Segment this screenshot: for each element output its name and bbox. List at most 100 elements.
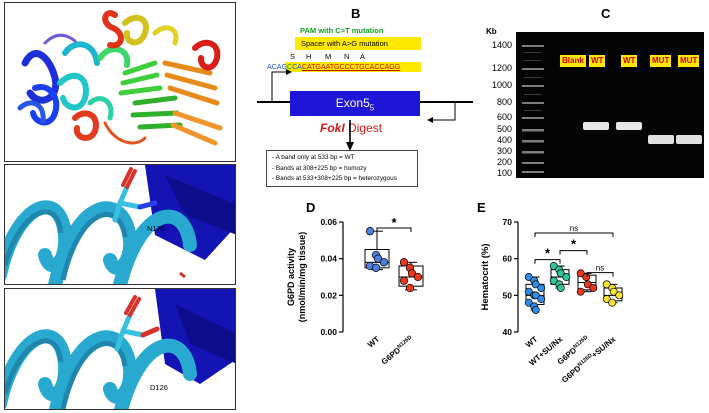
significance-bracket <box>559 250 588 255</box>
y-tick-label: 0.02 <box>320 290 337 300</box>
data-point <box>556 284 565 292</box>
x-tick-label: G6PDN126D <box>380 335 416 367</box>
gel-image: Blank WT WT MUT MUT <box>516 32 704 178</box>
legend-item: - Bands at 308+225 bp = homozy <box>272 164 367 172</box>
helix-mut-drawing: D126 <box>5 289 235 409</box>
data-point <box>524 287 533 296</box>
y-tick-label: 0.04 <box>320 254 337 264</box>
significance-star: * <box>391 215 397 230</box>
y-tick-label: 70 <box>503 217 513 227</box>
helix-wt-image: N126 <box>4 164 236 285</box>
data-point <box>576 269 585 278</box>
y-axis-label: G6PD activity <box>286 248 296 306</box>
legend-item: - Bands at 533+308+225 bp = heterozygous <box>272 175 397 182</box>
data-point <box>549 262 558 270</box>
y-tick-label: 60 <box>503 254 513 264</box>
aa-letter: M <box>325 52 332 61</box>
aa-letter: H <box>306 52 312 61</box>
down-arrow <box>346 120 354 151</box>
data-point <box>379 258 389 267</box>
ladder-label: 600 <box>496 112 512 122</box>
ladder-label: 1000 <box>491 80 512 90</box>
ladder-label: 200 <box>496 157 512 167</box>
significance-bracket <box>376 227 412 232</box>
protein-ribbon-drawing <box>17 10 223 146</box>
data-point <box>576 287 585 296</box>
data-point <box>582 273 591 281</box>
ladder-label: 800 <box>496 97 512 107</box>
seq-part-red: CATGAATGCCCTGCACCAGG <box>301 62 401 71</box>
data-point <box>602 295 611 303</box>
data-point <box>365 227 375 236</box>
panel-b-label: B <box>351 6 361 21</box>
panel-d-label: D <box>306 200 316 215</box>
data-point <box>615 291 624 300</box>
genotype-legend: - A band only at 533 bp = WT - Bands at … <box>266 150 418 187</box>
data-point <box>531 280 540 289</box>
ladder-labels: 1400 1200 1000 800 600 500 400 300 200 1… <box>470 36 514 178</box>
ladder-label: 400 <box>496 135 512 145</box>
significance-bracket <box>586 272 614 277</box>
significance-star: * <box>545 246 551 261</box>
y-axis-label-group: G6PD activity(nmol/min/mg tissue) <box>286 232 307 323</box>
gel-bands-drawing <box>522 45 702 173</box>
ladder-label: 500 <box>496 124 512 134</box>
data-point <box>399 258 409 267</box>
x-tick-label: WT <box>524 335 539 350</box>
data-point <box>537 284 546 292</box>
digest-word: Digest <box>348 121 383 135</box>
lane-label-wt: WT <box>621 55 638 67</box>
data-point <box>602 280 611 289</box>
lane-label-mut: MUT <box>650 55 672 67</box>
y-tick-label: 40 <box>503 327 513 337</box>
data-point <box>413 272 423 282</box>
legend-item: - A band only at 533 bp = WT <box>272 154 355 161</box>
ladder-label: 1400 <box>491 40 512 50</box>
data-point <box>549 276 558 285</box>
helix-mut-image: D126 <box>4 288 236 410</box>
data-point <box>608 298 617 307</box>
aa-letter: S <box>290 52 296 61</box>
significance-star: * <box>571 237 577 252</box>
dna-sequence: ACAGCCACATGAATGCCCTGCACCAGG <box>267 62 400 72</box>
helix-wt-drawing: N126 <box>5 165 235 284</box>
y-axis-label-group: Hematocrit (%) <box>480 243 491 310</box>
data-point <box>373 254 383 263</box>
seq-part-blue2: CA <box>292 62 302 71</box>
pam-label: PAM with C>T mutation <box>300 26 384 35</box>
lane-label-mut: MUT <box>678 55 700 67</box>
data-point <box>371 263 381 272</box>
data-point <box>589 284 598 292</box>
data-point <box>537 295 546 303</box>
data-point <box>583 280 592 289</box>
y-tick-label: 0.06 <box>320 217 337 227</box>
exon-label: Exon5 <box>335 96 370 110</box>
data-point <box>531 306 540 314</box>
seq-part-green: C <box>286 62 293 71</box>
spacer-label: Spacer with A>G mutation <box>295 37 421 50</box>
data-point <box>609 287 618 296</box>
residue-wt-label: N126 <box>147 224 165 233</box>
lane-label-blank: Blank <box>560 55 586 67</box>
ladder-label: 300 <box>496 146 512 156</box>
exon-box: Exon55 <box>290 91 420 116</box>
data-point <box>562 273 571 281</box>
data-point <box>524 298 533 307</box>
x-tick-label: WT <box>366 335 381 350</box>
enzyme-digest-label: FokI Digest <box>320 121 382 135</box>
significance-ns: ns <box>570 224 578 233</box>
ladder-label: 1200 <box>491 63 512 73</box>
data-point <box>531 291 540 300</box>
enzyme-name: FokI <box>320 121 345 135</box>
significance-ns: ns <box>596 264 604 273</box>
lane-label-wt: WT <box>589 55 606 67</box>
data-point <box>556 269 565 278</box>
panel-e-label: E <box>477 200 486 215</box>
data-point <box>524 273 533 281</box>
residue-mut-label: D126 <box>150 383 168 392</box>
significance-bracket <box>534 259 561 264</box>
data-point <box>399 276 409 285</box>
data-point <box>407 269 417 278</box>
y-axis-label: Hematocrit (%) <box>480 243 491 310</box>
